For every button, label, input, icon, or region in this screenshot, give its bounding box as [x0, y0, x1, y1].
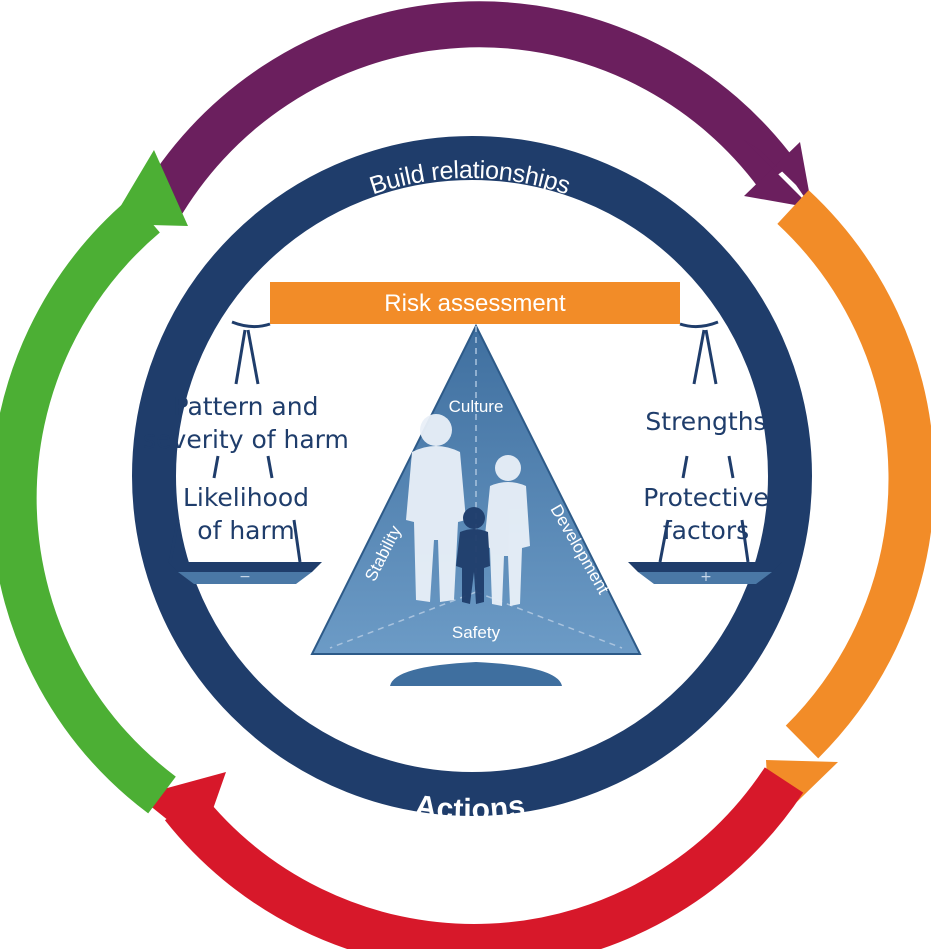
empower-label: Empower — [96, 417, 124, 523]
left-hook-icon — [231, 320, 271, 329]
right-middle-strings — [681, 455, 735, 479]
safety-label: Safety — [452, 623, 501, 642]
right-hook-icon — [679, 320, 719, 329]
actions-arc — [164, 767, 804, 949]
reviewing-outcomes-arrowhead — [110, 150, 188, 226]
right-upper-strings — [692, 329, 718, 385]
left-middle-strings — [212, 455, 274, 479]
right-pan-line-3: factors — [663, 516, 749, 545]
reviewing-outcomes-arc — [0, 197, 176, 814]
left-lower-strings — [168, 519, 302, 563]
family-silhouette-icon — [406, 414, 530, 606]
engage-label: Engage — [832, 435, 860, 521]
plus-sign: + — [700, 569, 712, 585]
analysis-and-planning-arc — [777, 190, 931, 759]
partner-label: Partner — [428, 745, 513, 776]
left-pan-line-1: Pattern and — [174, 392, 319, 421]
minus-sign: − — [239, 569, 251, 585]
right-pan-line-2: Protective — [643, 483, 769, 512]
right-lower-strings — [658, 519, 750, 563]
right-pan-line-1: Strengths — [645, 407, 766, 436]
left-upper-strings — [234, 329, 260, 385]
risk-assessment-beam — [270, 282, 680, 324]
left-pan: − — [168, 562, 322, 585]
left-pan-line-2: severity of harm — [143, 425, 349, 454]
left-pan-line-4: of harm — [197, 516, 294, 545]
information-gathering-arc — [138, 1, 797, 221]
right-pan: + — [628, 562, 782, 585]
actions-label: Actions — [413, 789, 527, 826]
risk-assessment-label: Risk assessment — [384, 290, 566, 317]
information-gathering-arrowhead — [744, 140, 812, 208]
central-triangle — [310, 323, 642, 655]
left-pan-line-3: Likelihood — [183, 483, 309, 512]
triangle-base — [390, 662, 562, 686]
culture-label: Culture — [449, 397, 504, 416]
inner-ring — [132, 136, 812, 816]
